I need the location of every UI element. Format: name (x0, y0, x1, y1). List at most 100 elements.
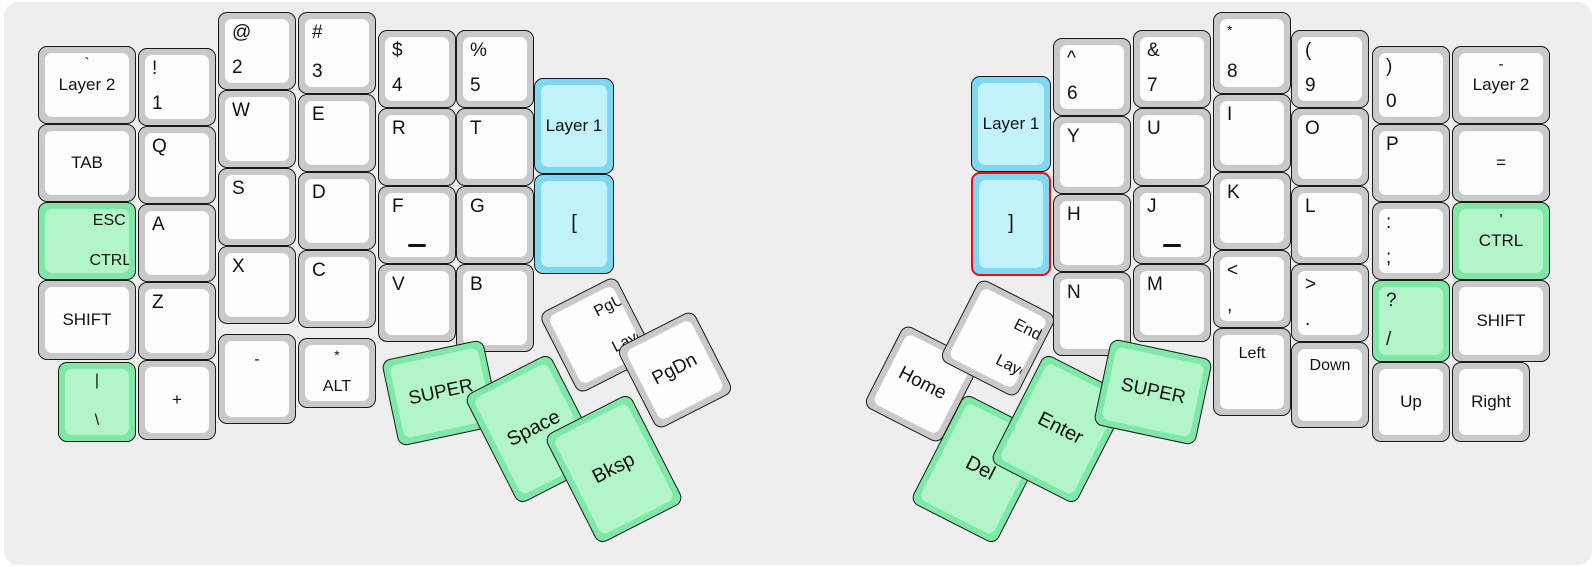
key-slash[interactable]: ? / (1372, 280, 1450, 362)
key-s[interactable]: S (218, 168, 296, 246)
keycap: $ 4 (385, 37, 449, 101)
key-b[interactable]: B (456, 264, 534, 352)
legend-top-left: L (1305, 196, 1316, 217)
key-alt[interactable]: * ALT (298, 338, 376, 408)
legend-top-left: # (312, 22, 323, 43)
keycap: Up (1379, 369, 1443, 435)
key-g[interactable]: G (456, 186, 534, 264)
legend-top: - (1498, 56, 1504, 73)
legend-center: Layer 2 (58, 74, 116, 94)
key-tab[interactable]: Q TAB (38, 124, 136, 202)
key-layer1-left[interactable]: Layer 1 (534, 78, 614, 174)
key-left-arrow[interactable]: Left (1213, 328, 1291, 416)
key-right-arrow[interactable]: Right (1452, 362, 1530, 442)
key-5[interactable]: % 5 (456, 30, 534, 108)
keycap: W (225, 97, 289, 161)
key-4[interactable]: $ 4 (378, 30, 456, 108)
key-p[interactable]: P (1372, 124, 1450, 202)
keycap: : ; (1379, 209, 1443, 273)
key-minus-left[interactable]: - (218, 334, 296, 424)
key-i[interactable]: I (1213, 94, 1291, 172)
key-plus[interactable]: + (138, 360, 216, 440)
keycap: Down (1298, 349, 1362, 421)
key-esc-ctrl[interactable]: ESC CTRL (38, 202, 136, 280)
legend-center: [ (571, 212, 577, 235)
key-9[interactable]: ( 9 (1291, 30, 1369, 108)
key-8[interactable]: * 8 (1213, 12, 1291, 94)
legend-center: - (254, 351, 260, 368)
key-equals[interactable]: = (1452, 124, 1550, 202)
key-h[interactable]: H (1053, 194, 1131, 272)
legend-top-left: $ (392, 40, 403, 61)
key-r[interactable]: R (378, 108, 456, 186)
legend-center: Layer 1 (545, 115, 603, 135)
key-2[interactable]: @ 2 (218, 12, 296, 90)
key-quote-ctrl[interactable]: ' CTRL (1452, 202, 1550, 280)
key-e[interactable]: E (298, 94, 376, 172)
key-u[interactable]: U (1133, 108, 1211, 186)
key-bracket-left[interactable]: [ (534, 174, 614, 274)
keycap: C (305, 257, 369, 321)
legend-top-left: G (470, 196, 485, 217)
key-6[interactable]: ^ 6 (1053, 38, 1131, 116)
keycap: Y (1060, 123, 1124, 187)
key-3[interactable]: # 3 (298, 12, 376, 94)
key-period[interactable]: > . (1291, 264, 1369, 342)
keycap: O (1298, 115, 1362, 179)
key-comma[interactable]: < , (1213, 250, 1291, 328)
key-d[interactable]: D (298, 172, 376, 250)
legend-top-left: Y (1067, 126, 1080, 147)
key-f[interactable]: F (378, 186, 456, 264)
key-shift-right[interactable]: SHIFT (1452, 280, 1550, 362)
key-a[interactable]: A (138, 204, 216, 282)
key-semicolon[interactable]: : ; (1372, 202, 1450, 280)
keycap: SHIFT (1459, 287, 1543, 355)
keycap: & 7 (1140, 37, 1204, 101)
key-layer2-left[interactable]: ` Layer 2 (38, 46, 136, 124)
keycap: G (463, 193, 527, 257)
legend-line2: CTRL (89, 252, 129, 269)
key-bracket-right[interactable]: ] (971, 172, 1051, 276)
legend-top-left: Q (152, 136, 167, 157)
key-down-arrow[interactable]: Down (1291, 342, 1369, 428)
legend-top: ` (84, 56, 90, 73)
key-layer1-right[interactable]: Layer 1 (971, 76, 1051, 172)
key-t[interactable]: T (456, 108, 534, 186)
keycap: I (1220, 101, 1284, 165)
legend-bottom-left: 0 (1386, 91, 1397, 113)
keycap: ] (979, 180, 1043, 268)
key-1[interactable]: ! 1 (138, 48, 216, 126)
key-pipe-backslash[interactable]: | \ (58, 362, 136, 442)
legend-center: Bksp (588, 448, 639, 489)
key-m[interactable]: M (1133, 264, 1211, 342)
keycap: ^ 6 (1060, 45, 1124, 109)
key-k[interactable]: K (1213, 172, 1291, 250)
keycap: R (385, 115, 449, 179)
keycap: Left (1220, 335, 1284, 409)
key-w[interactable]: W (218, 90, 296, 168)
key-up-arrow[interactable]: Up (1372, 362, 1450, 442)
keycap: K (1220, 179, 1284, 243)
key-7[interactable]: & 7 (1133, 30, 1211, 108)
key-o[interactable]: O (1291, 108, 1369, 186)
key-y[interactable]: Y (1053, 116, 1131, 194)
keycap: Layer 1 (541, 85, 607, 167)
keycap: Z (145, 289, 209, 353)
keycap: P (1379, 131, 1443, 195)
key-x[interactable]: X (218, 246, 296, 324)
legend-top-left: U (1147, 118, 1161, 139)
key-z[interactable]: Z (138, 282, 216, 360)
key-q[interactable]: Q (138, 126, 216, 204)
key-layer2-right[interactable]: - Layer 2 (1452, 46, 1550, 124)
legend-center: SHIFT (62, 309, 112, 329)
keycap: F (385, 193, 449, 257)
legend-bottom-left: 2 (232, 57, 243, 79)
legend-center: Up (1400, 391, 1422, 411)
keycap: T (463, 115, 527, 179)
key-v[interactable]: V (378, 264, 456, 342)
key-0[interactable]: ) 0 (1372, 46, 1450, 124)
key-j[interactable]: J (1133, 186, 1211, 264)
key-c[interactable]: C (298, 250, 376, 328)
key-l[interactable]: L (1291, 186, 1369, 264)
key-shift-left[interactable]: SHIFT (38, 280, 136, 360)
